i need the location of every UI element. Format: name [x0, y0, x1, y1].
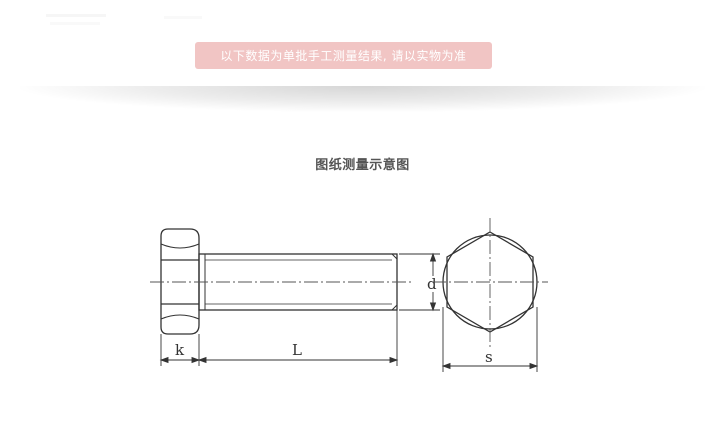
dimension-label-s: s	[485, 348, 493, 366]
bolt-side-view	[160, 228, 398, 335]
dimension-label-k: k	[175, 341, 185, 359]
bolt-head-curve-bottom	[160, 314, 200, 320]
dimension-label-d: d	[427, 275, 437, 293]
dimension-k-l	[159, 310, 399, 366]
notice-banner: 以下数据为单批手工测量结果, 请以实物为准	[195, 42, 492, 69]
end-view-centre-lines	[432, 218, 548, 348]
watermark-logo-right	[160, 8, 210, 34]
dimension-s	[441, 307, 539, 372]
diagram-title: 图纸测量示意图	[315, 158, 410, 173]
dimension-label-l: L	[292, 341, 302, 359]
section-shadow	[20, 86, 705, 112]
watermark-logo-left	[40, 8, 120, 34]
bolt-head-outline	[160, 228, 200, 335]
dimension-d	[399, 252, 440, 312]
bolt-head-curve-top	[160, 243, 200, 249]
